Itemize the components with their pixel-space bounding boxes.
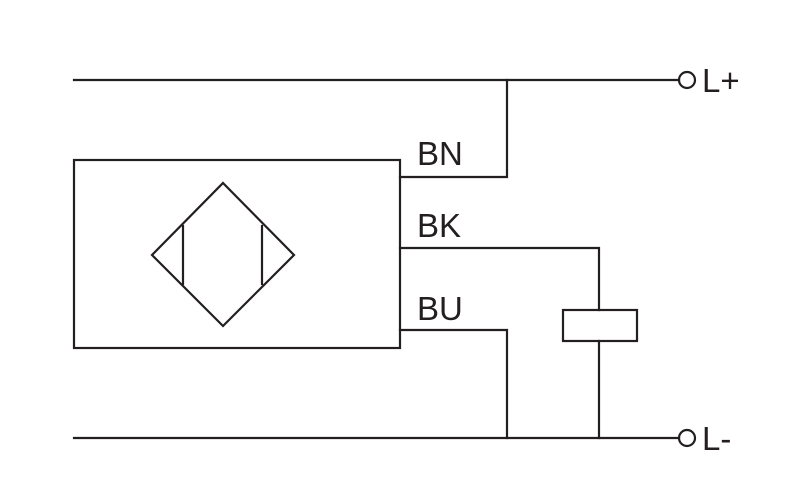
- load-icon: [561, 308, 639, 343]
- negative-terminal-icon: [677, 428, 697, 448]
- sensor-body: [72, 158, 402, 350]
- blue-wire-label: BU: [417, 290, 463, 327]
- black-wire-label: BK: [417, 207, 461, 244]
- blue-wire: [398, 328, 509, 440]
- brown-wire-label: BN: [417, 135, 463, 172]
- negative-terminal-label: L-: [702, 420, 731, 457]
- positive-terminal-icon: [677, 70, 697, 90]
- brown-wire: [398, 78, 509, 179]
- positive-terminal-label: L+: [702, 62, 740, 99]
- inductive-sensor-icon: [150, 181, 296, 328]
- black-wire: [398, 246, 601, 312]
